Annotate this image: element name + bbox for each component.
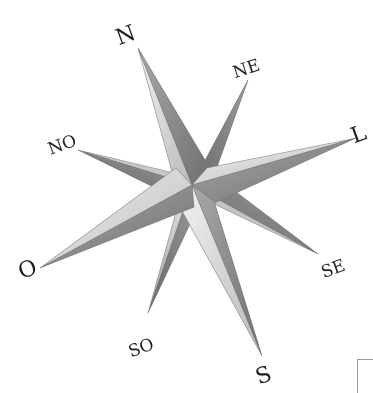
label-so: SO [126,335,157,363]
label-o: O [15,255,41,285]
label-n: N [112,21,139,51]
label-se: SE [319,256,348,283]
label-l: L [348,121,371,150]
main-points [40,48,356,356]
label-ne: NE [230,56,262,83]
label-no: NO [45,131,79,160]
label-s: S [252,362,275,388]
